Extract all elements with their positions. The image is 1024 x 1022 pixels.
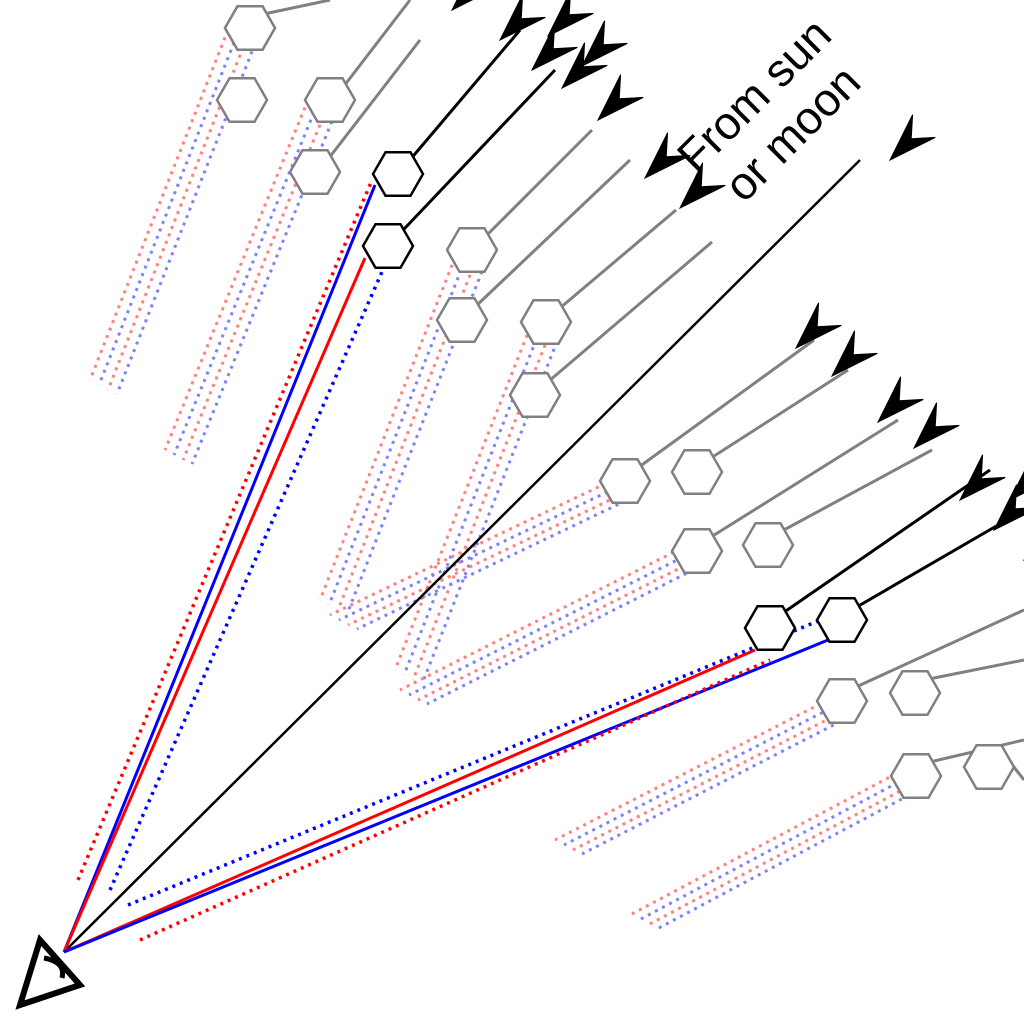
refracted-ray-blue: [62, 184, 377, 953]
refracted-ray-dotted: [106, 39, 248, 391]
refracted-ray-dotted: [411, 329, 553, 681]
refracted-ray-dotted: [408, 548, 698, 697]
refracted-ray-dotted: [393, 319, 535, 671]
refracted-ray-blue: [63, 638, 829, 954]
refracted-ray-dotted: [420, 333, 562, 685]
eye-icon: [43, 955, 66, 979]
refracted-ray-dotted: [554, 698, 829, 842]
refracted-ray-dotted: [629, 768, 904, 917]
refracted-ray-dotted: [115, 43, 257, 395]
hexagon-icon: [435, 297, 489, 343]
refracted-ray-dotted: [88, 29, 230, 381]
refracted-ray-dotted: [656, 782, 931, 931]
incoming-ray: [548, 240, 713, 383]
hexagon-icon: [303, 77, 357, 123]
arrowhead-icon: [530, 24, 578, 72]
arrowhead-icon: [498, 0, 546, 42]
refracted-ray-dotted: [163, 99, 310, 451]
hexagon-icon: [815, 678, 869, 724]
arrowhead-icon: [888, 114, 936, 162]
incoming-ray: [928, 658, 1024, 681]
hexagon-icon: [743, 605, 797, 651]
refracted-ray-dotted: [172, 104, 319, 456]
hexagon-icon: [670, 528, 724, 574]
refracted-ray-red: [62, 257, 367, 953]
hexagon-icon: [288, 149, 342, 195]
refracted-ray-dotted: [327, 254, 469, 606]
arrowhead-icon: [912, 402, 960, 450]
hexagon-icon: [215, 77, 269, 123]
incoming-ray-highlight: [396, 29, 522, 175]
arrowhead-icon: [1008, 470, 1024, 502]
hexagon-icon: [815, 597, 869, 643]
incoming-ray: [327, 39, 422, 159]
arrowhead-icon: [794, 302, 842, 350]
arrowhead-icon: [546, 0, 594, 38]
direct-sun-ray: [63, 159, 861, 953]
arrowhead-icon: [992, 484, 1024, 532]
hexagon-icon: [445, 227, 499, 273]
incoming-ray: [263, 0, 331, 16]
refracted-ray-dotted: [402, 324, 544, 676]
arrowhead-icon: [678, 162, 726, 210]
refracted-ray-dotted: [336, 259, 478, 611]
incoming-ray: [342, 0, 412, 87]
refracted-ray-dotted: [345, 263, 487, 615]
refracted-ray-dotted: [97, 34, 239, 386]
refracted-ray-dotted: [426, 557, 716, 706]
incoming-ray: [781, 448, 933, 533]
hexagon-icon: [371, 151, 425, 197]
hexagon-icon: [962, 744, 1016, 790]
refracted-ray-dotted: [581, 712, 856, 856]
hexagon-icon: [598, 458, 652, 504]
refracted-ray-dotted: [563, 703, 838, 847]
refracted-ray-dotted-red: [76, 179, 374, 881]
hexagon-icon: [223, 5, 277, 51]
hexagon-icon: [888, 670, 942, 716]
incoming-ray-highlight: [386, 68, 557, 248]
hexagon-icon: [670, 449, 724, 495]
arrowhead-icon: [830, 330, 878, 378]
incoming-ray: [559, 208, 677, 310]
arrowhead-icon: [643, 132, 691, 180]
refracted-ray-dotted: [647, 778, 922, 927]
incoming-ray: [710, 418, 899, 539]
refracted-ray-red: [63, 648, 756, 954]
refracted-ray-dotted-blue: [127, 610, 841, 907]
refracted-ray-dotted-blue: [108, 264, 387, 891]
refracted-ray-dotted: [417, 553, 707, 702]
incoming-ray-highlight: [854, 508, 1024, 610]
arrowhead-icon: [450, 0, 474, 12]
refracted-ray-dotted: [318, 249, 460, 601]
arrowhead-icon: [560, 42, 608, 90]
refracted-ray-dotted: [399, 543, 689, 692]
incoming-ray-highlight: [779, 468, 991, 617]
refracted-ray-dotted-red: [139, 658, 771, 942]
incoming-ray: [474, 158, 632, 308]
incoming-ray: [638, 338, 815, 469]
refracted-ray-dotted: [572, 708, 847, 852]
incoming-ray: [710, 368, 849, 460]
arrowhead-icon: [596, 74, 644, 122]
hexagon-icon: [508, 372, 562, 418]
hexagon-icon: [361, 223, 415, 269]
incoming-ray: [484, 128, 594, 238]
incoming-ray: [855, 608, 1024, 689]
arrowhead-icon: [580, 20, 628, 68]
hexagon-icon: [519, 299, 573, 345]
hexagon-icon: [889, 753, 943, 799]
arrowhead-icon: [958, 454, 1006, 502]
refracted-ray-dotted: [638, 773, 913, 922]
hexagon-icon: [741, 522, 795, 568]
arrowhead-icon: [876, 376, 924, 424]
